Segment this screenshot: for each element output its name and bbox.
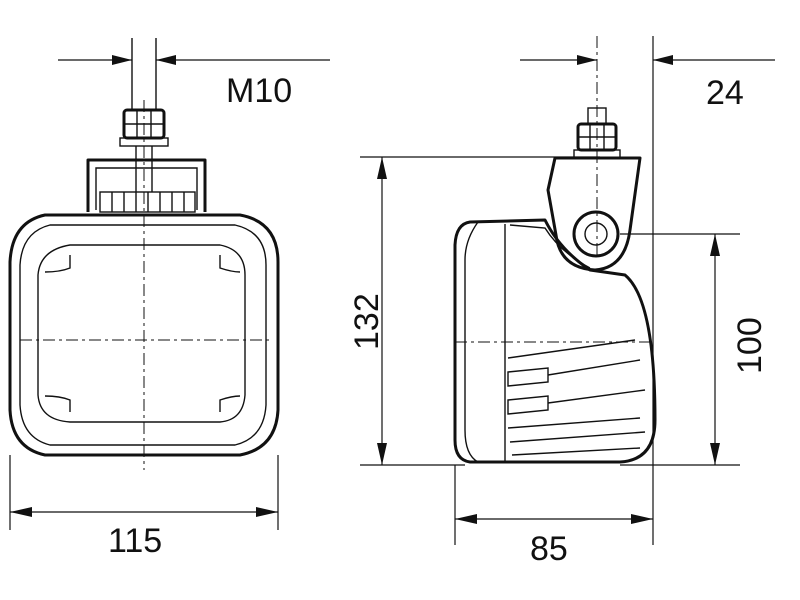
dimension-front-width-label: 115 <box>108 522 162 560</box>
dimension-front-width: 115 <box>9 455 279 560</box>
dimension-depth-label: 85 <box>530 530 568 568</box>
side-view <box>453 36 657 464</box>
side-pivot-inner <box>584 222 608 246</box>
side-bracket <box>546 156 642 272</box>
dimension-lens-height-label: 100 <box>731 317 769 374</box>
front-bracket-inner <box>95 167 198 210</box>
side-pivot-outer <box>572 210 620 258</box>
front-lens-corner-details <box>44 255 241 412</box>
front-bolt <box>131 38 157 192</box>
dimension-bracket-offset: 24 <box>520 36 775 545</box>
front-housing-outer <box>8 213 280 457</box>
dimension-thread-label: M10 <box>226 72 292 110</box>
dimension-total-height-label: 132 <box>348 293 386 350</box>
front-view <box>8 38 280 470</box>
side-cooling-fins <box>507 224 646 456</box>
dimension-total-height: 132 <box>348 156 600 466</box>
front-bracket <box>86 158 207 212</box>
dimension-bracket-offset-label: 24 <box>706 74 744 112</box>
dimension-depth: 85 <box>454 465 653 568</box>
front-housing-rim <box>19 224 267 446</box>
dimension-thread: M10 <box>58 55 330 110</box>
side-front-rim <box>464 221 479 463</box>
front-cooling-fins <box>99 191 196 213</box>
side-housing <box>453 218 657 464</box>
dimension-lens-height: 100 <box>620 233 769 466</box>
front-lens <box>37 244 246 423</box>
